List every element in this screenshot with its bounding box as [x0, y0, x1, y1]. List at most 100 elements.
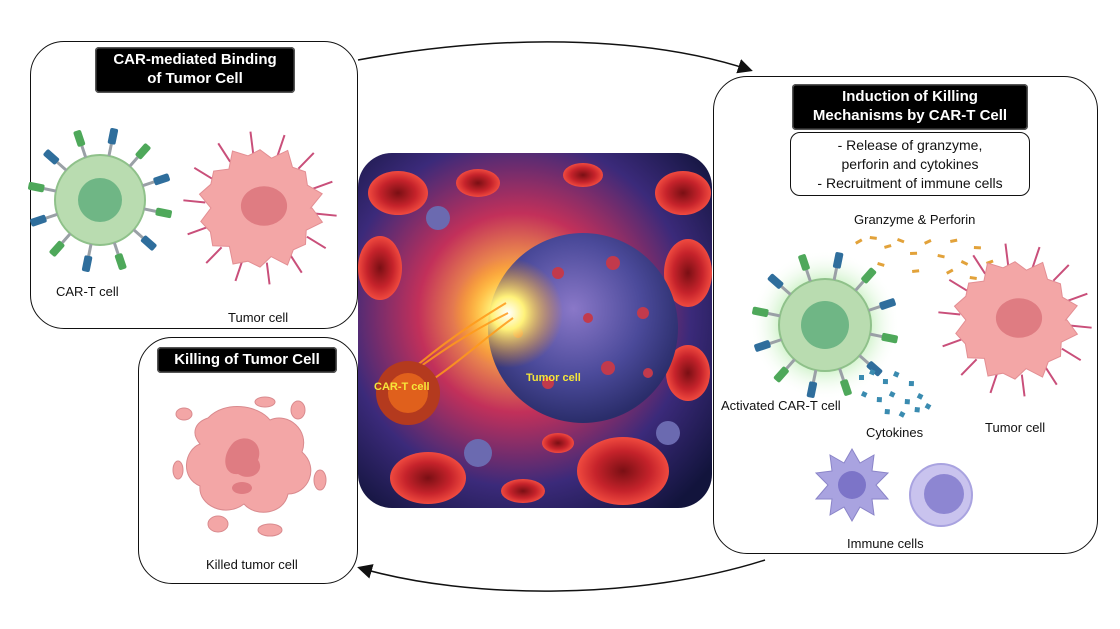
cytokine-particle — [876, 397, 882, 403]
tumor-antigen — [314, 212, 337, 217]
cytokine-particle — [892, 371, 900, 378]
car-receptor — [107, 128, 119, 157]
car-receptor — [30, 212, 58, 227]
induction-title-line1: Induction of Killing — [842, 88, 978, 105]
tumor-nucleus — [240, 186, 288, 226]
cytokine-particle — [904, 399, 910, 405]
car-receptor — [752, 306, 781, 318]
granzyme-particle — [969, 275, 977, 280]
tumor-antigen — [972, 254, 987, 275]
cytokine-particle — [914, 407, 920, 413]
car-receptor — [869, 332, 898, 344]
tumor-antigen — [249, 131, 255, 154]
lymphocyte-immune-cell — [909, 463, 973, 527]
car-receptor — [854, 267, 877, 292]
car-receptor — [868, 298, 896, 312]
cytokine-particle — [859, 375, 864, 380]
car-receptor — [142, 173, 170, 188]
car-receptor — [767, 273, 792, 296]
dendritic-immune-cell — [814, 447, 890, 523]
mechanism-bullets: - Release of granzyme, perforin and cyto… — [790, 132, 1030, 196]
tumor-antigen — [1043, 365, 1058, 386]
car-receptor — [858, 354, 883, 377]
binding-title-line2: of Tumor Cell — [147, 70, 243, 87]
tumor-cell-right-label: Tumor cell — [985, 420, 1046, 435]
induction-title-line2: Mechanisms by CAR-T Cell — [812, 107, 1008, 124]
car-receptor — [112, 242, 127, 270]
tumor-antigen — [948, 278, 969, 293]
tumor-cell-binding — [183, 131, 337, 285]
bullet-recruitment: - Recruitment of immune cells — [817, 175, 1003, 191]
cytokine-particle — [869, 369, 876, 376]
cytokine-particle — [884, 409, 890, 415]
granzyme-particle — [912, 269, 920, 273]
car-receptor — [28, 181, 57, 193]
tumor-cell-right — [938, 243, 1092, 397]
cytokine-particle — [908, 381, 914, 387]
car-t-cell-label: CAR-T cell — [56, 284, 119, 299]
induction-panel-title: Induction of Killing Mechanisms by CAR-T… — [792, 84, 1028, 130]
activated-car-t-receptors — [752, 252, 898, 398]
car-receptor — [49, 232, 72, 257]
tumor-antigen — [1004, 243, 1010, 266]
cytokines-label: Cytokines — [866, 425, 924, 440]
tumor-antigen — [183, 199, 206, 204]
granzyme-particle — [960, 260, 969, 266]
center-car-t-tag: CAR-T cell — [374, 381, 430, 393]
tumor-antigen — [288, 253, 303, 274]
granzyme-particle — [877, 262, 885, 267]
cytokine-particles — [859, 369, 932, 418]
killed-tumor-cell — [172, 396, 327, 537]
car-t-receptors-binding — [28, 128, 172, 272]
tumor-antigen — [276, 134, 286, 157]
bullet-perforin: perforin and cytokines — [841, 156, 979, 172]
killing-panel-title: Killing of Tumor Cell — [157, 347, 337, 373]
tumor-antigen — [297, 152, 315, 170]
tumor-antigen — [1020, 374, 1026, 397]
tumor-antigen — [960, 358, 978, 376]
granzyme-particle — [910, 251, 918, 255]
tumor-antigen — [265, 262, 271, 285]
granzyme-particle — [896, 237, 905, 244]
tumor-antigen — [311, 180, 333, 191]
car-t-cell-binding — [54, 154, 146, 246]
granzyme-particle — [869, 236, 877, 240]
car-receptor — [773, 358, 796, 383]
tumor-antigen — [205, 246, 223, 264]
car-receptor — [806, 369, 818, 398]
tumor-cell-label: Tumor cell — [228, 310, 289, 325]
car-receptor — [43, 149, 68, 172]
binding-panel-title: CAR-mediated Binding of Tumor Cell — [95, 47, 295, 93]
center-tumor-tag: Tumor cell — [526, 372, 581, 384]
activated-car-t-label: Activated CAR-T cell — [721, 398, 841, 413]
car-receptor — [81, 243, 93, 272]
tumor-antigen — [942, 337, 964, 348]
tumor-antigen — [938, 311, 961, 316]
tumor-antigen — [1066, 292, 1088, 303]
granzyme-particle — [973, 246, 981, 250]
cytokine-particle — [882, 379, 888, 385]
cytokine-particle — [888, 390, 896, 398]
granzyme-particle — [950, 238, 958, 243]
granzyme-particle — [884, 244, 892, 249]
granzyme-particle — [937, 253, 945, 259]
car-receptor — [838, 368, 852, 396]
tumor-nucleus — [995, 298, 1043, 338]
car-receptor — [128, 143, 151, 168]
car-receptor — [143, 207, 172, 219]
car-receptor — [832, 252, 844, 281]
granzyme-label: Granzyme & Perforin — [854, 212, 976, 227]
bullet-granzyme: - Release of granzyme, — [837, 137, 983, 153]
granzyme-particle — [855, 238, 863, 245]
tumor-antigen — [187, 225, 209, 236]
tumor-antigen — [217, 142, 232, 163]
binding-title-line1: CAR-mediated Binding — [113, 51, 277, 68]
car-receptor — [754, 338, 782, 352]
tumor-antigen — [989, 371, 999, 394]
cytokine-particle — [924, 403, 932, 410]
tumor-antigen — [234, 259, 244, 282]
cytokine-particle — [898, 411, 906, 418]
car-receptor — [132, 228, 157, 251]
tumor-antigen — [1031, 246, 1041, 269]
